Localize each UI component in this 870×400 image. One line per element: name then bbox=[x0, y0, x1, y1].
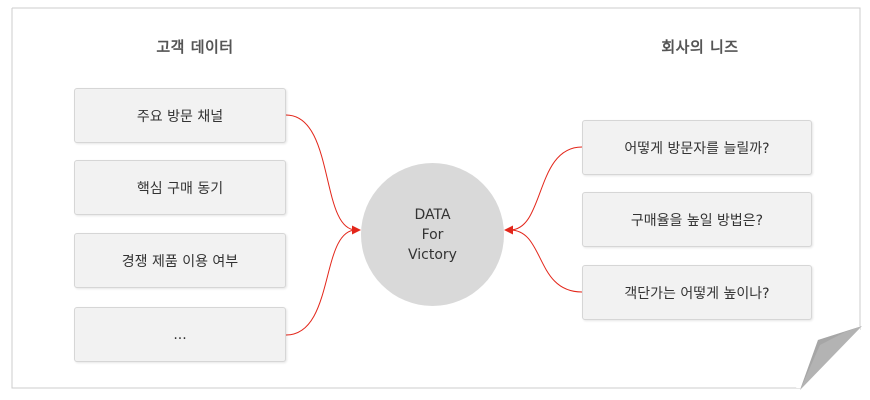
need-item-raise-purchase-rate: 구매율을 높일 방법은? bbox=[582, 192, 812, 247]
hub-line-1: DATA bbox=[414, 206, 451, 223]
need-item-increase-visitors: 어떻게 방문자를 늘릴까? bbox=[582, 120, 812, 175]
customer-item-competitor-usage: 경쟁 제품 이용 여부 bbox=[74, 233, 286, 288]
connector-right-bottom bbox=[509, 229, 583, 293]
customer-item-purchase-motive: 핵심 구매 동기 bbox=[74, 160, 286, 215]
customer-item-more: ... bbox=[74, 307, 286, 362]
connector-left-bottom bbox=[285, 229, 357, 336]
hub-line-3: Victory bbox=[408, 246, 457, 263]
company-needs-title: 회사의 니즈 bbox=[661, 38, 739, 56]
connector-right-top bbox=[509, 146, 583, 231]
customer-item-visit-channel: 주요 방문 채널 bbox=[74, 88, 286, 143]
arrowhead-left bbox=[352, 225, 361, 235]
arrowhead-right bbox=[504, 225, 513, 235]
need-item-raise-order-value: 객단가는 어떻게 높이나? bbox=[582, 265, 812, 320]
connector-left-top bbox=[285, 114, 357, 231]
customer-data-title: 고객 데이터 bbox=[156, 38, 234, 56]
hub-line-2: For bbox=[421, 226, 444, 243]
data-for-victory-circle: DATA For Victory bbox=[361, 163, 504, 306]
page-curl bbox=[800, 326, 862, 390]
